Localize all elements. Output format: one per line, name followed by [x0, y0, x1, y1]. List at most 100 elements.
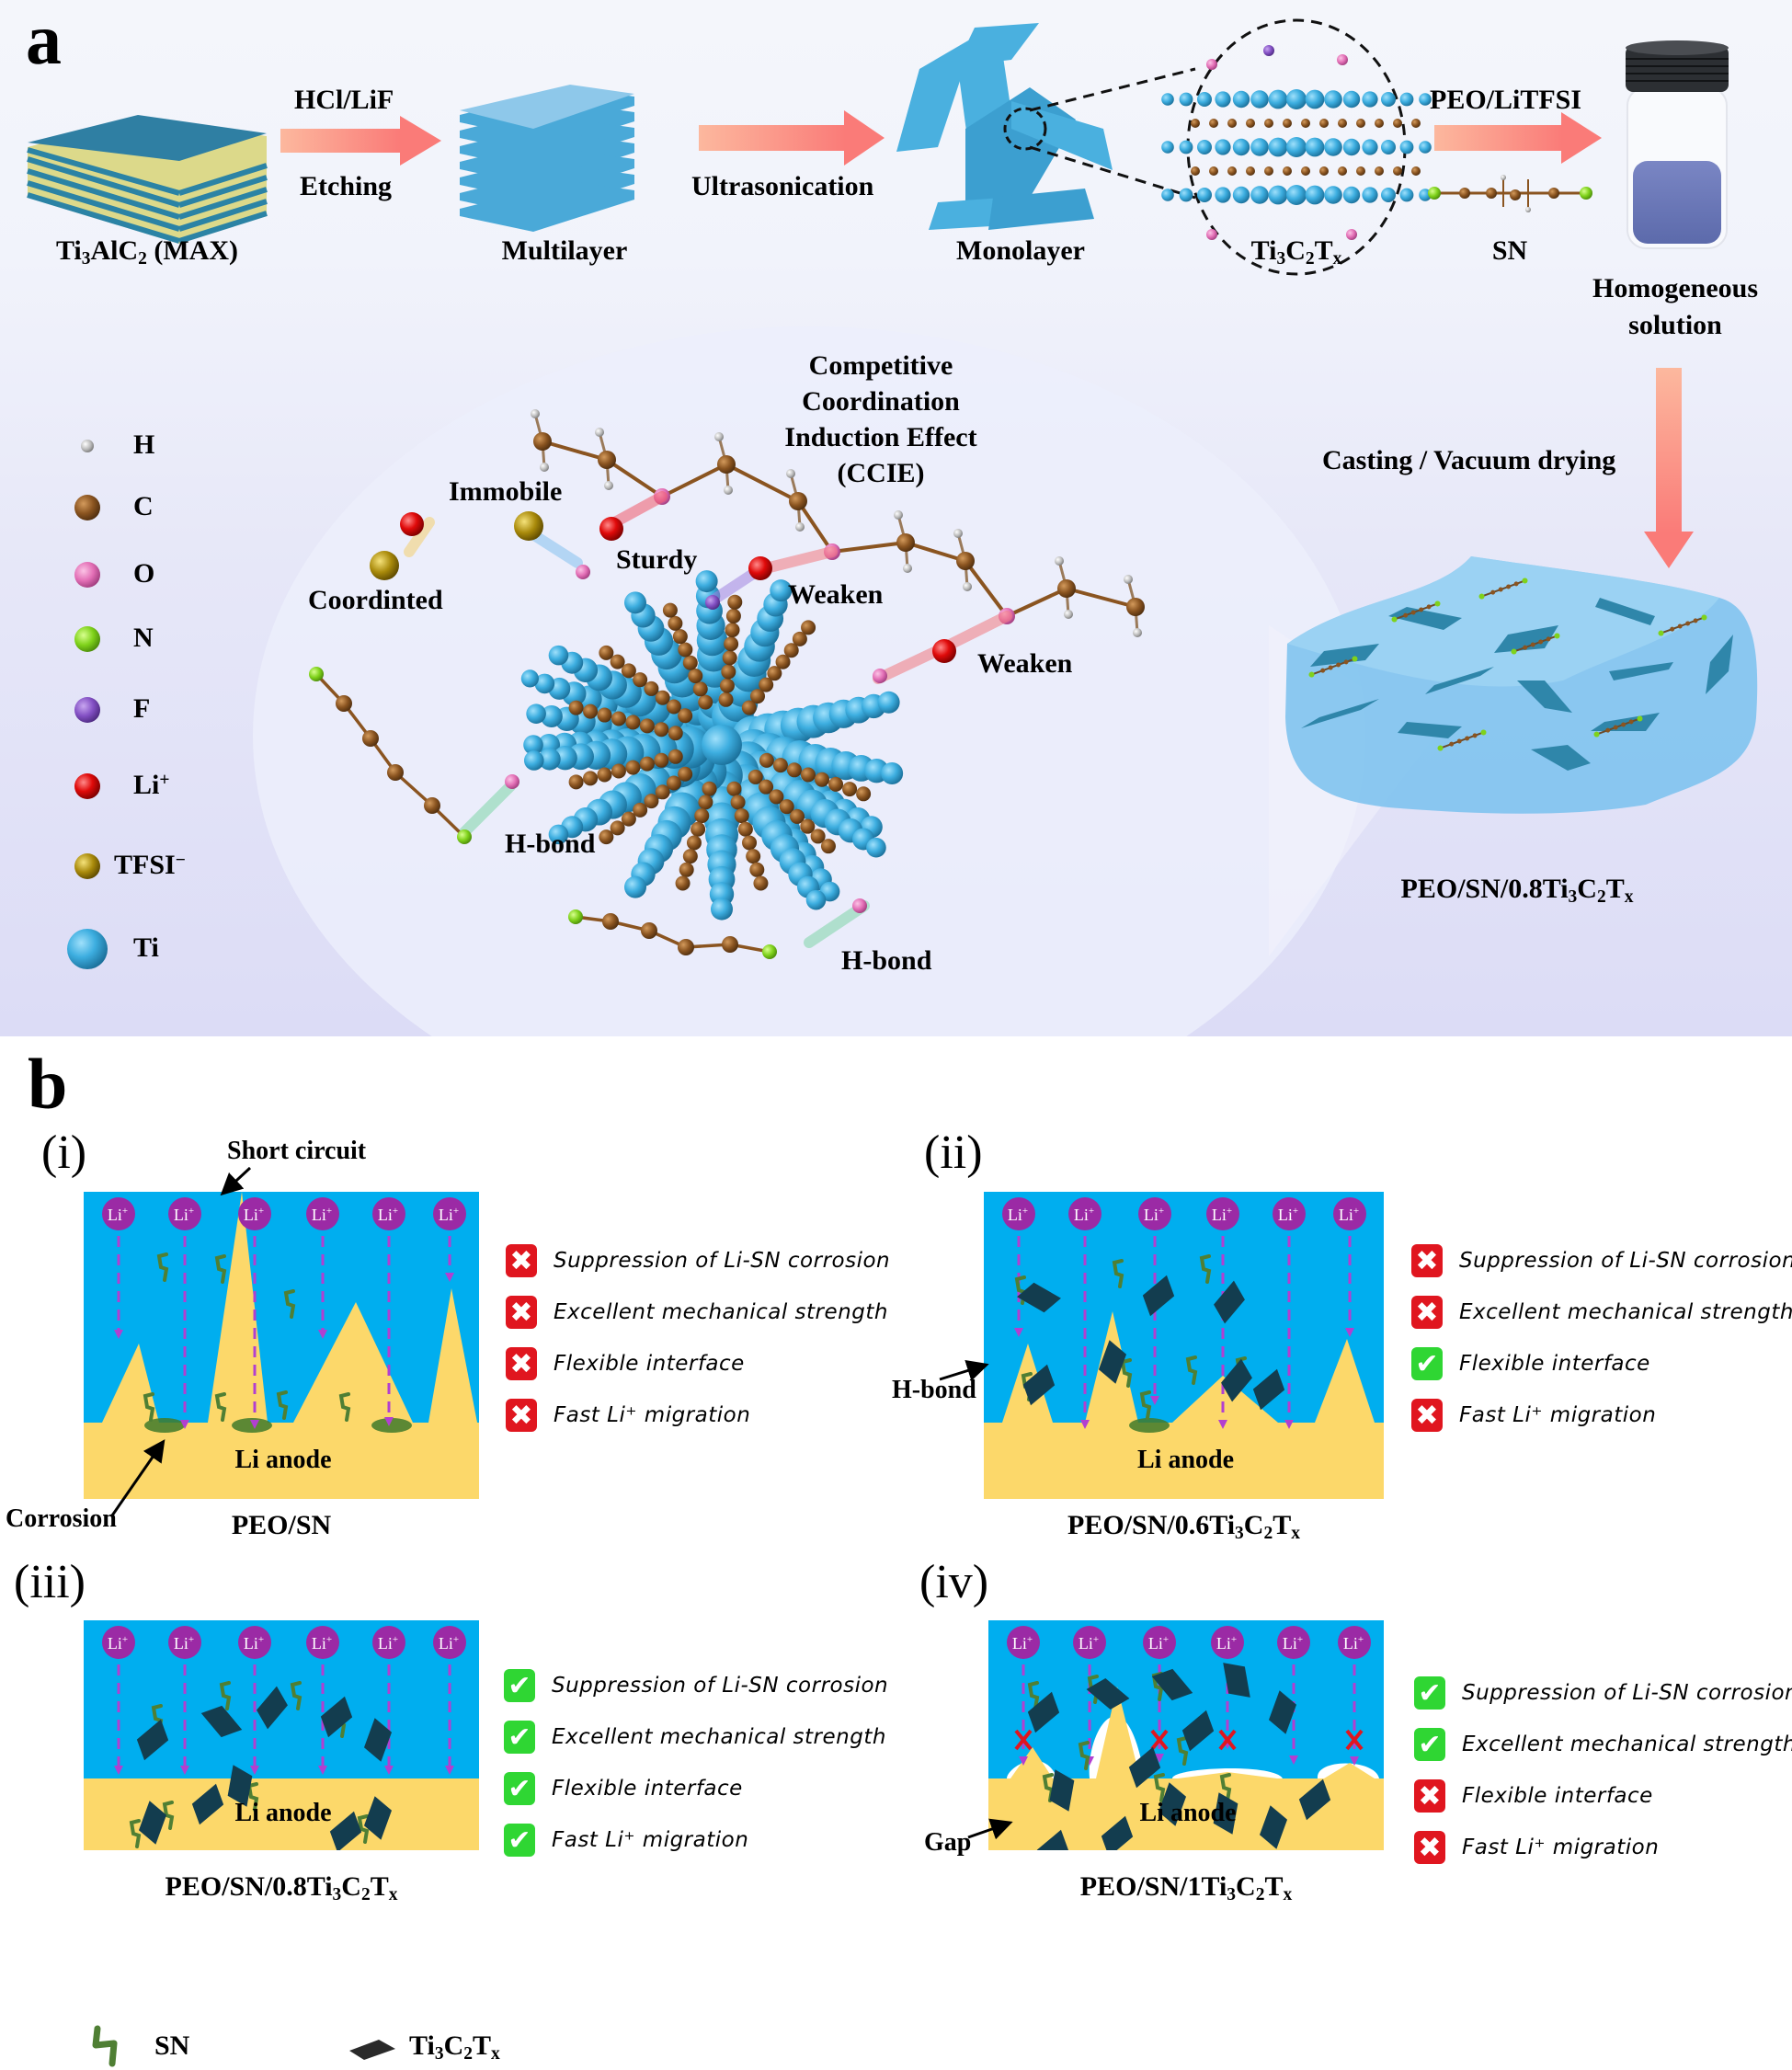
- legend-atom-tfsi-icon: [74, 853, 100, 879]
- c-atom: [654, 722, 669, 738]
- li-ion-label: Li+: [1012, 1634, 1033, 1653]
- c-atom: [1319, 166, 1329, 176]
- mxene-flake: [200, 1705, 243, 1738]
- arrowhead: [384, 1766, 394, 1775]
- ti-atom: [881, 762, 904, 785]
- c-atom: [730, 795, 746, 810]
- bottom-legend-mxene: Ti3C2Tx: [409, 2030, 500, 2064]
- c-atom: [644, 794, 659, 809]
- arrowhead: [250, 1766, 259, 1775]
- c-atom: [691, 821, 706, 837]
- c-atom: [737, 821, 753, 837]
- arrowhead: [114, 1330, 123, 1339]
- arrow-casting-label: Casting / Vacuum drying: [1322, 445, 1616, 475]
- criteria-item: ✖Fast Li⁺ migration: [1411, 1396, 1792, 1435]
- c-atom: [828, 776, 844, 792]
- ti-atom: [1215, 139, 1231, 155]
- o-terminal: [873, 669, 887, 683]
- ti-atom: [624, 591, 646, 614]
- c-atom: [610, 820, 625, 836]
- mxene-flake: [227, 1765, 253, 1807]
- mechanism-ellipse: [253, 326, 1365, 1036]
- li-ion-icon: [1333, 1197, 1366, 1230]
- criteria-checklist: ✖Suppression of Li-SN corrosion✖Excellen…: [1411, 1241, 1792, 1447]
- arrowhead: [250, 1420, 259, 1429]
- ti-atom: [1381, 92, 1396, 107]
- mxene-flake: [1213, 1792, 1238, 1835]
- c-atom: [772, 758, 788, 773]
- legend-atom-h-icon: [81, 440, 94, 452]
- check-icon: ✔: [1414, 1676, 1445, 1710]
- c-atom: [759, 779, 774, 795]
- sn-strand: [1219, 1773, 1232, 1802]
- li-ion-icon: [168, 1626, 201, 1659]
- c-atom: [682, 849, 698, 864]
- arrowhead: [445, 1766, 454, 1775]
- li-ion-icon: [1002, 1197, 1035, 1230]
- li-ion-label: Li+: [1144, 1206, 1164, 1224]
- c-atom: [678, 939, 694, 955]
- arrow-peo-label: PEO/LiTFSI: [1430, 85, 1582, 115]
- h-atom: [604, 481, 613, 490]
- sn-strand: [290, 1681, 302, 1710]
- ti-atom: [1179, 188, 1193, 202]
- h-atom: [540, 463, 549, 472]
- cross-icon: ✖: [1411, 1244, 1443, 1277]
- ti-atom: [770, 579, 793, 602]
- ti-atom-center: [702, 725, 742, 765]
- c-atom: [783, 643, 799, 658]
- ti-atom: [1268, 89, 1288, 109]
- arrowhead: [445, 1273, 454, 1282]
- criteria-text: Excellent mechanical strength: [554, 1300, 888, 1324]
- c-atom: [583, 771, 599, 786]
- f-terminal: [705, 595, 720, 610]
- c-atom: [741, 700, 757, 715]
- mxene-lattice: [1161, 45, 1432, 240]
- mxene-flake: [191, 1783, 224, 1825]
- vial: [1626, 40, 1729, 249]
- legend-atom-label: O: [133, 558, 155, 589]
- ti-atom: [877, 691, 900, 714]
- ti-atom: [1197, 92, 1212, 107]
- h-atom: [1124, 575, 1133, 584]
- mxene-flake: [363, 1796, 393, 1840]
- sn-strand: [129, 1819, 142, 1848]
- mxene-flake: [1214, 1280, 1245, 1324]
- c-atom: [568, 700, 584, 715]
- li-ion-label: Li+: [108, 1634, 128, 1653]
- li-ion-icon: [1338, 1626, 1371, 1659]
- bond: [796, 499, 834, 554]
- ti-atom: [1342, 138, 1361, 156]
- mxene-flake: [1517, 680, 1572, 713]
- legend-atom-label: C: [133, 491, 154, 521]
- sn-molecule: [1391, 600, 1441, 623]
- c-atom: [1319, 119, 1329, 128]
- monolayer-sheets: [896, 23, 1113, 230]
- c-atom: [721, 664, 736, 680]
- c-atom: [1411, 166, 1421, 176]
- terminal-atom: [1263, 45, 1274, 56]
- c-atom: [597, 767, 612, 783]
- legend-atom-o-icon: [74, 562, 100, 588]
- mxene-flake: [1151, 1668, 1193, 1701]
- ti-atom: [1179, 140, 1193, 154]
- sn-label: SN: [1491, 235, 1528, 266]
- interaction-glow: [873, 643, 948, 684]
- ti-atom: [1161, 189, 1174, 201]
- li-ion-label: Li+: [1074, 1206, 1094, 1224]
- c-atom: [800, 767, 816, 783]
- film-label: PEO/SN/0.8Ti3C2Tx: [1400, 874, 1634, 907]
- arrow-ultrasonication: [699, 110, 885, 166]
- arrowhead: [1019, 1756, 1028, 1766]
- panel-caption: PEO/SN/0.6Ti3C2Tx: [1067, 1510, 1300, 1543]
- c-atom: [688, 669, 703, 684]
- li-ion-icon: [1206, 1197, 1239, 1230]
- multilayer-label: Multilayer: [501, 235, 628, 266]
- mxene-flake: [1252, 1368, 1285, 1411]
- c-atom: [746, 849, 761, 864]
- ti-atom: [711, 898, 733, 921]
- max-block: [27, 115, 268, 244]
- dendrite: [1324, 1763, 1375, 1778]
- legend-atom-f-icon: [74, 697, 100, 723]
- criteria-text: Fast Li⁺ migration: [552, 1828, 749, 1852]
